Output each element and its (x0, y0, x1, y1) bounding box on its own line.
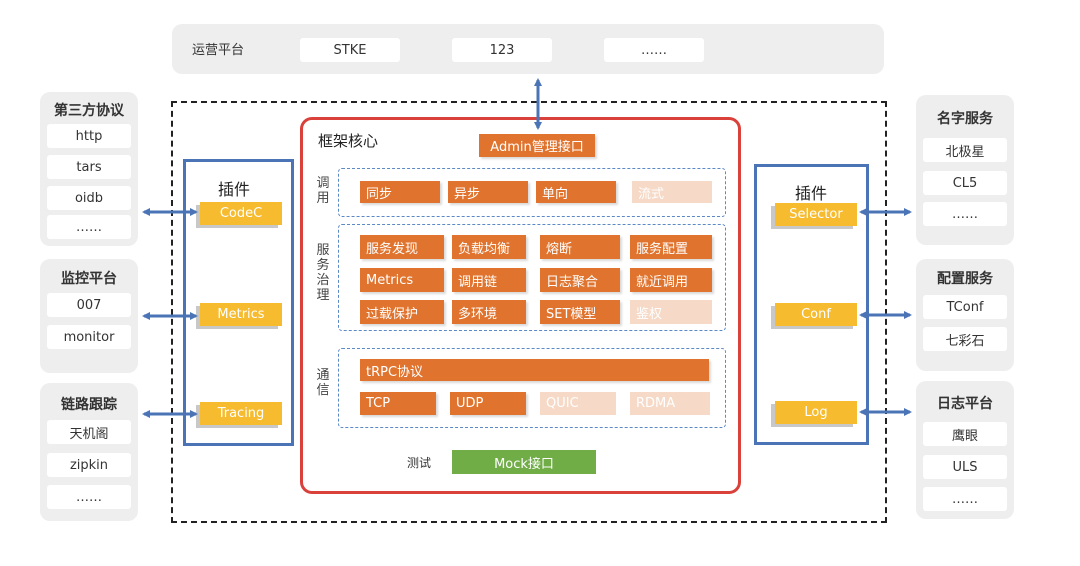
call-sync[interactable]: 同步 (360, 181, 440, 203)
comm-rdma[interactable]: RDMA (630, 392, 710, 415)
monitoring-platform-title: 监控平台 (61, 271, 117, 287)
monitor-007[interactable]: 007 (47, 293, 131, 317)
plugin-metrics[interactable]: Metrics (200, 303, 282, 326)
call-stream[interactable]: 流式 (632, 181, 712, 203)
name-service-polaris[interactable]: 北极星 (923, 138, 1007, 162)
framework-core-title: 框架核心 (318, 132, 379, 150)
right-plugin-box: 插件 (754, 164, 869, 445)
plugin-conf[interactable]: Conf (775, 303, 857, 326)
call-section-label: 调用 (316, 176, 330, 206)
gov-log-aggregation[interactable]: 日志聚合 (540, 268, 620, 292)
plugin-tracing[interactable]: Tracing (200, 402, 282, 425)
tracing-tianjige[interactable]: 天机阁 (47, 420, 131, 444)
log-platform-panel: 日志平台 鹰眼 ULS …… (916, 381, 1014, 519)
call-oneway[interactable]: 单向 (536, 181, 616, 203)
gov-nearby-call[interactable]: 就近调用 (630, 268, 712, 292)
ops-item-stke[interactable]: STKE (300, 38, 400, 62)
ops-platform-panel: 运营平台 STKE 123 …… (172, 24, 884, 74)
governance-section-label: 服务治理 (316, 243, 330, 303)
comm-quic[interactable]: QUIC (540, 392, 616, 415)
protocol-tars[interactable]: tars (47, 155, 131, 179)
gov-service-config[interactable]: 服务配置 (630, 235, 712, 259)
config-rainbow[interactable]: 七彩石 (923, 327, 1007, 351)
log-platform-title: 日志平台 (937, 396, 993, 412)
monitor-monitor[interactable]: monitor (47, 325, 131, 349)
plugin-codec[interactable]: CodeC (200, 202, 282, 225)
log-uls[interactable]: ULS (923, 455, 1007, 479)
log-more[interactable]: …… (923, 487, 1007, 511)
comm-udp[interactable]: UDP (450, 392, 526, 415)
trpc-protocol[interactable]: tRPC协议 (360, 359, 709, 381)
tracing-panel-title: 链路跟踪 (61, 397, 117, 413)
call-section (338, 168, 726, 217)
third-party-protocol-panel: 第三方协议 http tars oidb …… (40, 92, 138, 246)
name-service-title: 名字服务 (937, 111, 993, 127)
name-service-cl5[interactable]: CL5 (923, 171, 1007, 195)
config-service-panel: 配置服务 TConf 七彩石 (916, 259, 1014, 371)
gov-service-discovery[interactable]: 服务发现 (360, 235, 444, 259)
third-party-protocol-title: 第三方协议 (54, 103, 124, 119)
log-eagle-eye[interactable]: 鹰眼 (923, 422, 1007, 446)
protocol-more[interactable]: …… (47, 215, 131, 239)
gov-circuit-breaker[interactable]: 熔断 (540, 235, 620, 259)
plugin-selector[interactable]: Selector (775, 203, 857, 226)
gov-load-balance[interactable]: 负载均衡 (452, 235, 526, 259)
gov-auth[interactable]: 鉴权 (630, 300, 712, 324)
left-plugin-title: 插件 (218, 180, 251, 199)
gov-metrics[interactable]: Metrics (360, 268, 444, 292)
plugin-log[interactable]: Log (775, 401, 857, 424)
name-service-more[interactable]: …… (923, 202, 1007, 226)
gov-overload-protection[interactable]: 过载保护 (360, 300, 444, 324)
config-tconf[interactable]: TConf (923, 295, 1007, 319)
admin-interface[interactable]: Admin管理接口 (479, 134, 595, 157)
ops-item-123[interactable]: 123 (452, 38, 552, 62)
left-plugin-box: 插件 (183, 159, 294, 446)
protocol-http[interactable]: http (47, 124, 131, 148)
comm-tcp[interactable]: TCP (360, 392, 436, 415)
tracing-more[interactable]: …… (47, 485, 131, 509)
right-plugin-title: 插件 (795, 184, 828, 203)
gov-multi-env[interactable]: 多环境 (452, 300, 526, 324)
gov-set-model[interactable]: SET模型 (540, 300, 620, 324)
call-async[interactable]: 异步 (448, 181, 528, 203)
ops-item-more[interactable]: …… (604, 38, 704, 62)
name-service-panel: 名字服务 北极星 CL5 …… (916, 95, 1014, 245)
monitoring-platform-panel: 监控平台 007 monitor (40, 259, 138, 373)
gov-call-chain[interactable]: 调用链 (452, 268, 526, 292)
tracing-panel: 链路跟踪 天机阁 zipkin …… (40, 383, 138, 521)
mock-interface[interactable]: Mock接口 (452, 450, 596, 474)
communication-section-label: 通信 (316, 368, 330, 398)
governance-section (338, 224, 726, 331)
ops-platform-title: 运营平台 (192, 43, 245, 58)
test-label: 测试 (407, 456, 432, 470)
communication-section (338, 348, 726, 428)
protocol-oidb[interactable]: oidb (47, 186, 131, 210)
tracing-zipkin[interactable]: zipkin (47, 453, 131, 477)
config-service-title: 配置服务 (937, 271, 993, 287)
